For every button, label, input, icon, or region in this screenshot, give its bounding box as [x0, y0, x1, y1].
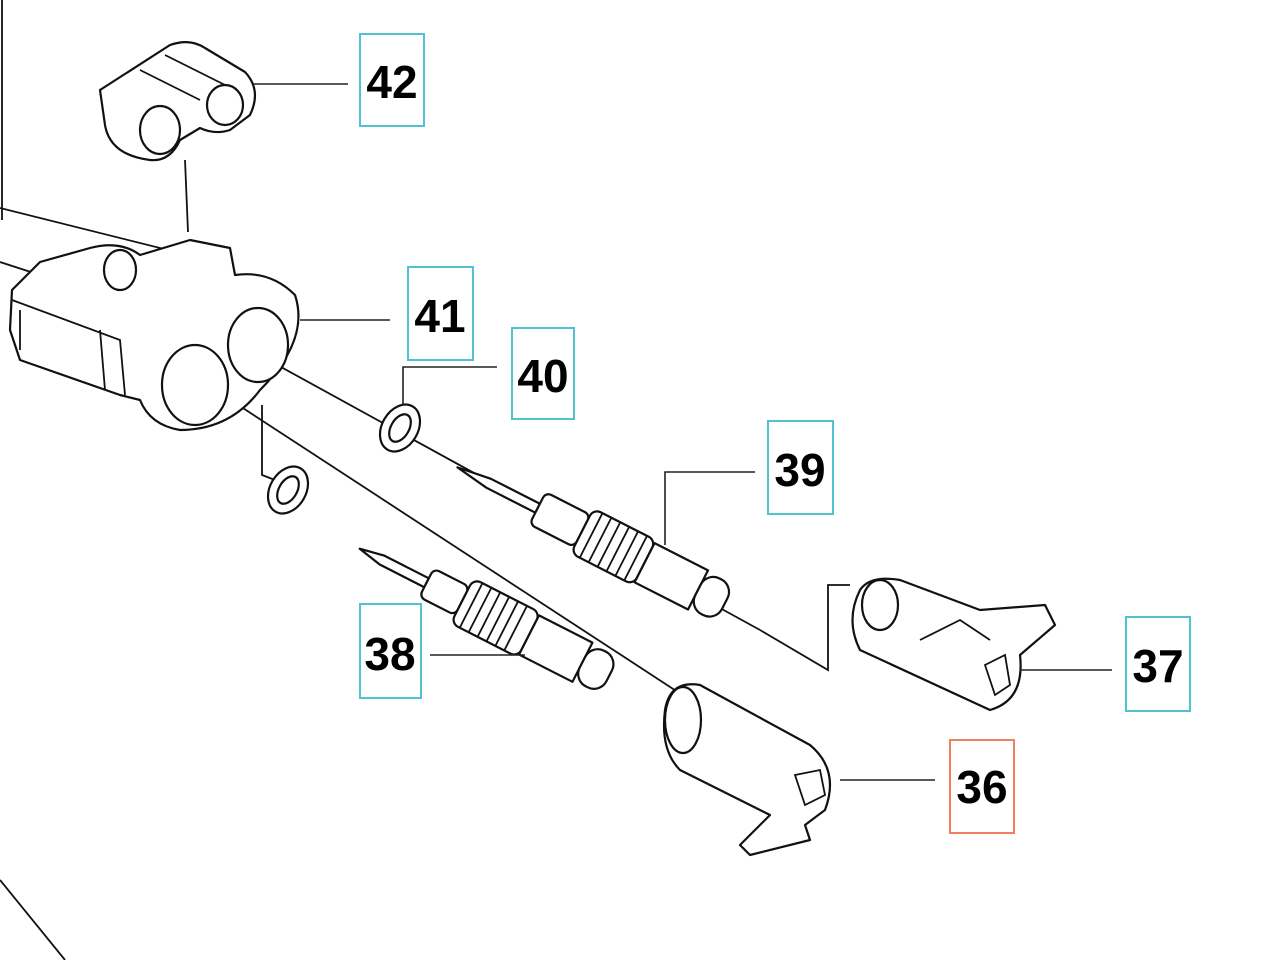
part-41-housing[interactable] — [8, 238, 300, 432]
part-40-washer[interactable] — [372, 397, 428, 458]
part-40-washer-lower[interactable] — [260, 459, 316, 520]
leader-39 — [664, 471, 755, 545]
axis-line-38 — [261, 405, 276, 481]
callout-label: 40 — [517, 350, 568, 402]
callout-label: 39 — [774, 444, 825, 496]
callout-42[interactable]: 42 — [359, 33, 425, 127]
callout-41[interactable]: 41 — [407, 266, 474, 361]
callout-label: 38 — [364, 628, 415, 680]
callout-37[interactable]: 37 — [1125, 616, 1191, 712]
callout-label: 36 — [956, 761, 1007, 813]
callout-label: 42 — [366, 56, 417, 108]
callout-39[interactable]: 39 — [767, 420, 834, 515]
leader-40 — [402, 366, 497, 405]
part-37-limiter-cap[interactable] — [851, 577, 1057, 712]
frame-edge-bottom — [0, 879, 66, 960]
axis-line-37 — [759, 584, 850, 672]
part-38-adjusting-screw[interactable] — [348, 526, 620, 698]
part-39-adjusting-screw[interactable] — [446, 445, 736, 626]
callout-40[interactable]: 40 — [511, 327, 575, 420]
callout-38[interactable]: 38 — [359, 603, 422, 699]
part-42-clamp[interactable] — [98, 41, 257, 162]
callout-label: 41 — [414, 290, 465, 342]
part-36-limiter-cap[interactable] — [662, 683, 832, 857]
callout-label: 37 — [1132, 640, 1183, 692]
callout-36-selected[interactable]: 36 — [949, 739, 1015, 834]
axis-line-lower — [199, 379, 691, 701]
axis-line-42 — [184, 159, 189, 233]
